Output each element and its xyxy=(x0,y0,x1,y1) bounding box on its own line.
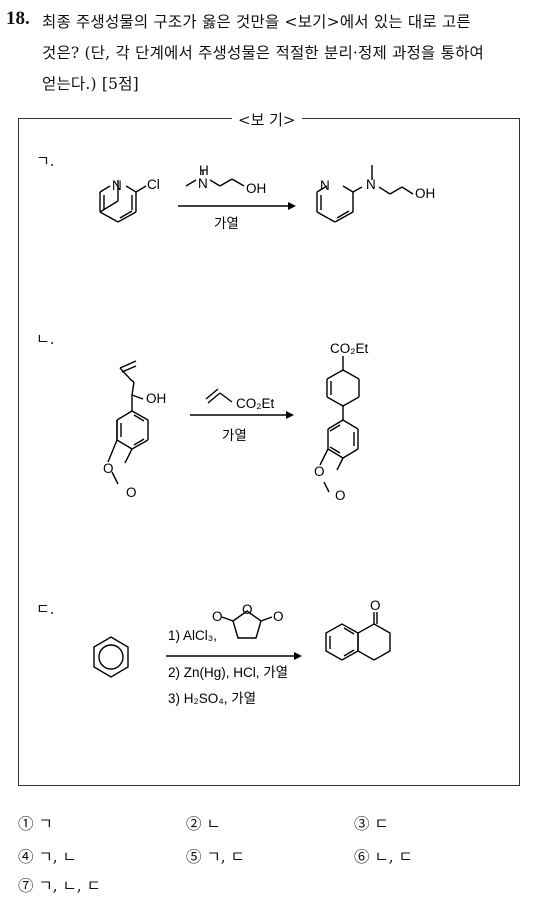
choice-7[interactable]: ⑦ ㄱ, ㄴ, ㄷ xyxy=(18,874,101,896)
atom-c-product-o: O xyxy=(370,598,381,613)
reaction-b-reagent-label: CO₂Et xyxy=(236,396,274,411)
choice-number: ⑥ xyxy=(354,848,375,866)
reaction-c-product-structure xyxy=(325,612,391,661)
example-box-title: <보 기> xyxy=(232,109,302,130)
atom-a-reactant-n: N xyxy=(112,178,122,193)
reaction-c-step-2: 2) Zn(Hg), HCl, 가열 xyxy=(168,665,288,680)
question-number: 18. xyxy=(6,8,30,29)
choice-3[interactable]: ③ ㄷ xyxy=(354,812,389,834)
choice-number: ⑦ xyxy=(18,877,39,895)
choice-number: ④ xyxy=(18,848,39,866)
choice-number: ② xyxy=(186,815,207,833)
question-text-line-3: 얻는다.) [5점] xyxy=(42,75,139,93)
item-a-label: ㄱ. xyxy=(36,152,55,170)
reaction-a-reactant-structure xyxy=(99,180,147,223)
atom-a-reagent-h: H xyxy=(199,163,209,178)
choice-number: ① xyxy=(18,815,39,833)
choice-text: ㄴ, ㄷ xyxy=(374,848,413,866)
reaction-b-reactant-structure xyxy=(107,360,149,463)
atom-a-product-n: N xyxy=(366,177,376,192)
atom-b-product-o1: O xyxy=(314,464,325,479)
choice-text: ㄱ, ㄴ xyxy=(38,848,77,866)
atom-a-product-oh: OH xyxy=(415,186,435,201)
reaction-b-reactant-dioxole xyxy=(111,420,133,485)
reaction-c-anhydride-structure xyxy=(221,610,273,639)
choice-5[interactable]: ⑤ ㄱ, ㄷ xyxy=(186,845,245,867)
reaction-b-product-structure xyxy=(319,356,360,493)
choice-6[interactable]: ⑥ ㄴ, ㄷ xyxy=(354,845,413,867)
atom-b-reactant-o2: O xyxy=(126,485,137,500)
reaction-a-reagent-structure xyxy=(185,170,245,187)
reaction-c-benzene-structure xyxy=(93,636,129,678)
reaction-c-step-1: 1) AlCl₃, xyxy=(168,628,217,643)
choice-text: ㄱ, ㄷ xyxy=(206,848,245,866)
item-b-label: ㄴ. xyxy=(36,330,55,348)
atom-a-product-ring-n: N xyxy=(320,178,330,193)
reaction-a-product-structure xyxy=(316,165,414,223)
choice-text: ㄷ xyxy=(374,815,389,833)
atom-b-reactant-o1: O xyxy=(103,461,114,476)
choice-2[interactable]: ② ㄴ xyxy=(186,812,221,834)
choice-text: ㄱ xyxy=(38,815,53,833)
reaction-a-condition: 가열 xyxy=(214,216,239,231)
atom-c-anhydride-left-o: O xyxy=(212,609,223,624)
atom-b-product-o2: O xyxy=(335,488,346,503)
reaction-b-reagent-structure xyxy=(205,388,233,404)
choice-4[interactable]: ④ ㄱ, ㄴ xyxy=(18,845,77,867)
atom-c-anhydride-ring-o: O xyxy=(242,602,253,617)
choice-1[interactable]: ① ㄱ xyxy=(18,812,53,834)
choice-number: ③ xyxy=(354,815,375,833)
item-c-label: ㄷ. xyxy=(36,600,55,618)
question-text-line-2: 것은? (단, 각 단계에서 주생성물은 적절한 분리·정제 과정을 통하여 xyxy=(42,44,484,62)
atom-b-reactant-oh: OH xyxy=(146,391,166,406)
atom-c-anhydride-right-o: O xyxy=(273,609,284,624)
atom-a-reagent-oh: OH xyxy=(246,181,266,196)
reaction-b-condition: 가열 xyxy=(222,428,247,443)
choice-number: ⑤ xyxy=(186,848,207,866)
reaction-c-step-3: 3) H₂SO₄, 가열 xyxy=(168,691,256,706)
atom-a-reagent-n: N xyxy=(198,176,208,191)
atom-b-product-ester: CO₂Et xyxy=(330,341,368,356)
question-text-line-1: 최종 주생성물의 구조가 옳은 것만을 <보기>에서 있는 대로 고른 xyxy=(42,13,471,31)
choice-text: ㄱ, ㄴ, ㄷ xyxy=(38,877,101,895)
atom-a-reactant-cl: Cl xyxy=(147,177,160,192)
choice-text: ㄴ xyxy=(206,815,221,833)
